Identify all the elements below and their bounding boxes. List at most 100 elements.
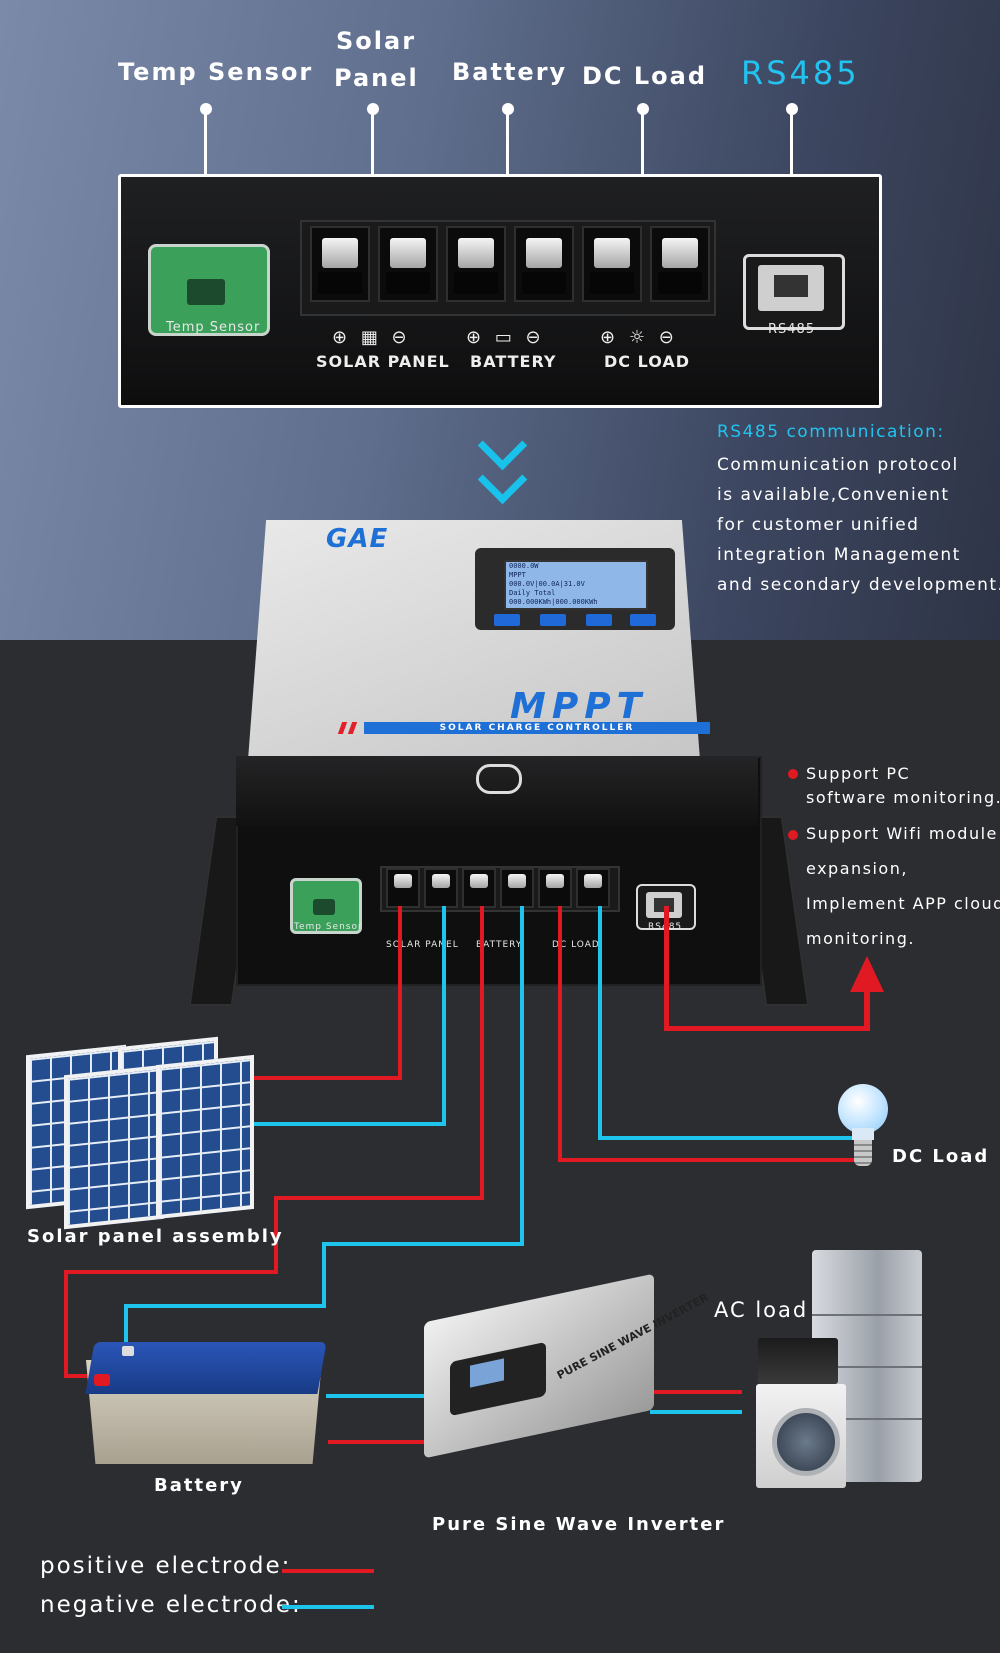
rs485-arrow-line-h bbox=[664, 1026, 870, 1031]
pointer-line-battery bbox=[506, 108, 509, 202]
caption-solar: Solar panel assembly bbox=[27, 1226, 284, 1247]
bullet-2 bbox=[788, 830, 798, 840]
terminal-load-plus bbox=[582, 226, 642, 302]
wire-solar-negative-h bbox=[244, 1122, 446, 1126]
feature-2-line1: Support Wifi module bbox=[806, 824, 998, 843]
bullet-1 bbox=[788, 769, 798, 779]
terminal-battery-plus bbox=[446, 226, 506, 302]
wire-battery-negative-v3 bbox=[124, 1304, 128, 1348]
wire-battery-positive-v1 bbox=[480, 906, 484, 1200]
label-solar-line2: Panel bbox=[334, 64, 419, 92]
arrow-up-icon bbox=[850, 956, 884, 992]
terminal-solar-minus bbox=[378, 226, 438, 302]
microwave-icon bbox=[758, 1338, 838, 1384]
feature-2-line4: monitoring. bbox=[806, 929, 915, 948]
mppt-title: MPPT bbox=[510, 686, 648, 727]
label-battery: Battery bbox=[452, 58, 568, 86]
fridge-divider-2 bbox=[812, 1366, 922, 1368]
device-terminal-4 bbox=[500, 868, 534, 908]
wire-solar-positive-v bbox=[398, 906, 402, 1080]
wire-battery-negative-h1 bbox=[322, 1242, 524, 1246]
terminal-solar-plus bbox=[310, 226, 370, 302]
wire-battery-negative-h2 bbox=[124, 1304, 326, 1308]
label-temp-sensor: Temp Sensor bbox=[118, 58, 314, 86]
device-terminal-3 bbox=[462, 868, 496, 908]
wire-load-negative-h bbox=[598, 1136, 856, 1140]
wire-inverter-negative bbox=[326, 1394, 426, 1398]
solar-panel-tag: SOLAR PANEL bbox=[316, 352, 450, 371]
wire-solar-positive-h bbox=[244, 1076, 402, 1080]
wire-solar-negative-v bbox=[442, 906, 446, 1126]
device-battery-tag: BATTERY bbox=[476, 940, 523, 950]
wire-ac-positive bbox=[650, 1390, 742, 1394]
device-temp-sensor-connector bbox=[290, 878, 362, 934]
lcd-button-2 bbox=[540, 614, 566, 626]
lcd-button-3 bbox=[586, 614, 612, 626]
lcd-button-4 bbox=[630, 614, 656, 626]
light-bulb-icon bbox=[838, 1084, 888, 1134]
dcload-symbols: ⊕ ☼ ⊖ bbox=[600, 327, 678, 348]
wire-battery-positive-h2 bbox=[64, 1270, 278, 1274]
feature-1-line1: Support PC bbox=[806, 764, 911, 783]
legend-positive-swatch bbox=[282, 1569, 374, 1573]
fridge-divider-1 bbox=[812, 1314, 922, 1316]
solar-symbols: ⊕ ▦ ⊖ bbox=[332, 327, 411, 348]
rs485-port bbox=[743, 254, 845, 330]
caption-inverter: Pure Sine Wave Inverter bbox=[432, 1514, 726, 1535]
wire-load-positive-h bbox=[558, 1158, 858, 1162]
battery-tag: BATTERY bbox=[470, 352, 557, 371]
caption-dc-load: DC Load bbox=[892, 1146, 990, 1167]
label-dc-load: DC Load bbox=[582, 62, 708, 90]
legend-negative-label: negative electrode: bbox=[40, 1592, 302, 1618]
brand-logo: GAE bbox=[326, 524, 389, 554]
device-terminal-2 bbox=[424, 868, 458, 908]
wire-load-negative-v bbox=[598, 906, 602, 1140]
lcd-button-1 bbox=[494, 614, 520, 626]
lcd-screen: 0000.0W MPPT 000.0V|00.0A|31.0V Daily To… bbox=[504, 560, 648, 610]
rs485-arrow-line-up bbox=[864, 984, 870, 1030]
rs485-info-title: RS485 communication: bbox=[717, 422, 945, 442]
caption-battery: Battery bbox=[154, 1475, 244, 1496]
rs485-info-text: Communication protocol is available,Conv… bbox=[717, 455, 1000, 595]
terminal-load-minus bbox=[650, 226, 710, 302]
bulb-base bbox=[854, 1140, 872, 1166]
wire-battery-positive-v2 bbox=[274, 1196, 278, 1272]
battery-negative-terminal bbox=[122, 1346, 134, 1356]
device-terminal-5 bbox=[538, 868, 572, 908]
device-dcload-tag: DC LOAD bbox=[552, 940, 600, 950]
battery-positive-terminal bbox=[94, 1374, 110, 1386]
fridge-divider-3 bbox=[812, 1418, 922, 1420]
feature-1-line2: software monitoring. bbox=[806, 788, 1000, 807]
pointer-line-dcload bbox=[641, 108, 644, 202]
bulb-neck bbox=[852, 1128, 874, 1140]
rs485-arrow-line-v bbox=[664, 906, 669, 1030]
device-terminal-6 bbox=[576, 868, 610, 908]
wire-inverter-positive bbox=[328, 1440, 464, 1444]
label-solar-line1: Solar bbox=[336, 27, 417, 55]
rs485-tag: RS485 bbox=[768, 322, 816, 337]
device-temp-sensor-tag: Temp Sensor bbox=[294, 922, 363, 932]
battery-symbols: ⊕ ▭ ⊖ bbox=[466, 327, 545, 348]
device-terminal-1 bbox=[386, 868, 420, 908]
wire-battery-positive-h3 bbox=[64, 1374, 98, 1378]
washer-drum bbox=[772, 1408, 840, 1476]
feature-2-line3: Implement APP cloud bbox=[806, 894, 1000, 913]
temp-sensor-tag: Temp Sensor bbox=[166, 320, 261, 335]
feature-2-line2: expansion, bbox=[806, 859, 908, 878]
wire-ac-negative bbox=[650, 1410, 742, 1414]
device-subtitle-bar: SOLAR CHARGE CONTROLLER bbox=[364, 722, 710, 734]
pointer-line-solar bbox=[371, 108, 374, 202]
legend-negative-swatch bbox=[282, 1605, 374, 1609]
dc-load-tag: DC LOAD bbox=[604, 352, 691, 371]
eject-icon bbox=[476, 764, 522, 794]
device-solar-tag: SOLAR PANEL bbox=[386, 940, 459, 950]
wire-battery-positive-v3 bbox=[64, 1270, 68, 1378]
legend-positive-label: positive electrode: bbox=[40, 1553, 292, 1579]
solar-panel-4 bbox=[156, 1054, 254, 1220]
wire-battery-negative-v2 bbox=[322, 1242, 326, 1308]
caption-ac-load: AC load bbox=[714, 1298, 809, 1322]
wire-battery-positive-h1 bbox=[274, 1196, 484, 1200]
terminal-battery-minus bbox=[514, 226, 574, 302]
wire-load-positive-v bbox=[558, 906, 562, 1162]
wire-battery-negative-v1 bbox=[520, 906, 524, 1246]
